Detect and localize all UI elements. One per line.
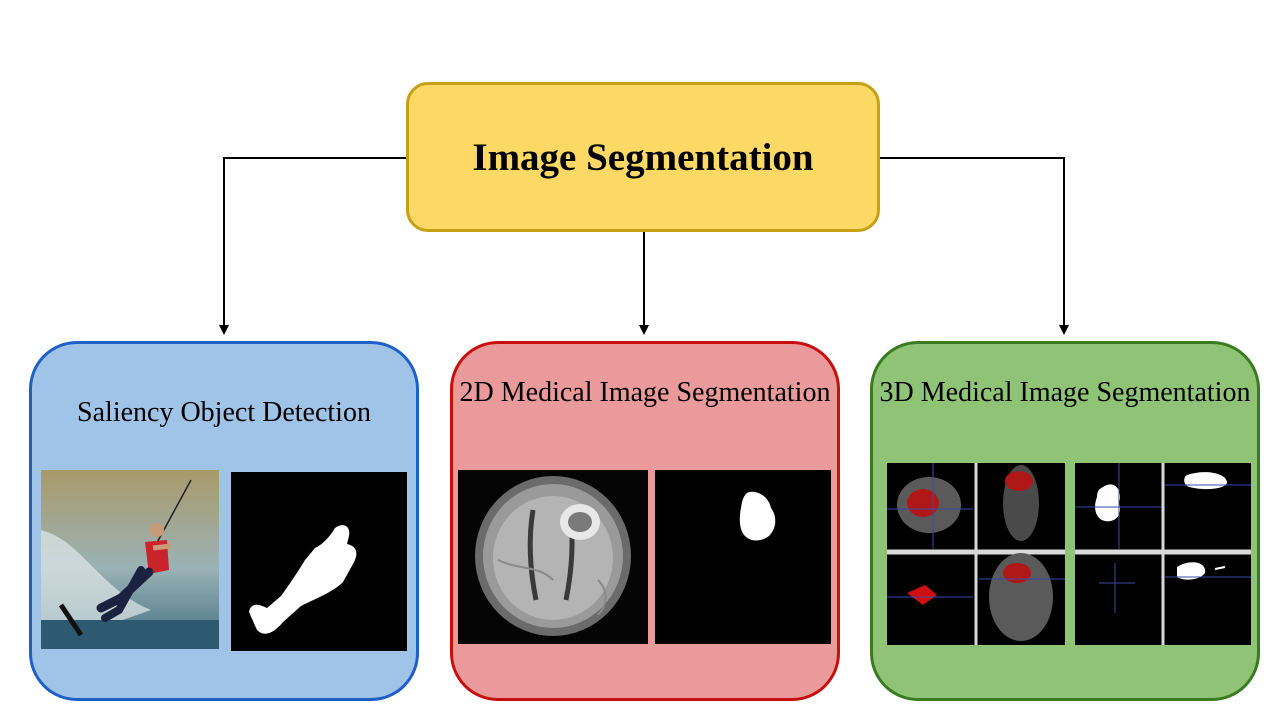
branch-title: 2D Medical Image Segmentation xyxy=(459,377,831,408)
tumor-mask xyxy=(655,470,831,644)
root-node: Image Segmentation xyxy=(406,82,880,232)
saliency-mask xyxy=(231,472,407,651)
arrow-to-3d-medical xyxy=(880,157,1069,335)
branch-title: Saliency Object Detection xyxy=(77,397,371,428)
branch-2d-medical: 2D Medical Image Segmentation xyxy=(450,341,840,701)
water-skier-photo xyxy=(41,470,219,649)
branch-title: 3D Medical Image Segmentation xyxy=(879,377,1251,408)
root-title: Image Segmentation xyxy=(472,135,814,179)
ct-multiplanar-views xyxy=(887,463,1065,645)
branch-saliency: Saliency Object Detection xyxy=(29,341,419,701)
3d-segmentation-mask-views xyxy=(1075,463,1251,645)
arrow-to-saliency xyxy=(219,157,406,335)
branch-3d-medical: 3D Medical Image Segmentation xyxy=(870,341,1260,701)
brain-mri-scan xyxy=(458,470,648,644)
